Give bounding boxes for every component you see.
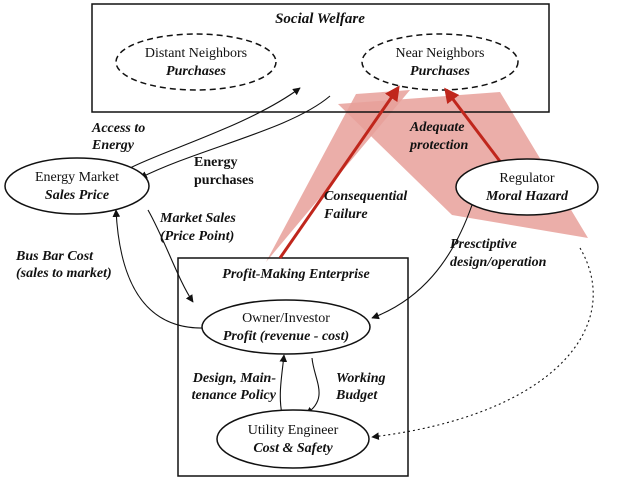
near-neighbors-label: Near Neighbors — [395, 46, 484, 61]
near-neighbors-node[interactable] — [361, 33, 519, 91]
social-welfare-title: Social Welfare — [275, 11, 365, 27]
owner-investor-node[interactable] — [201, 299, 371, 355]
working-budget-label-1: Working — [336, 371, 386, 386]
working-budget-label-2: Budget — [335, 388, 378, 403]
market-sales-arrow — [147, 209, 194, 303]
prescriptive-label-2: design/operation — [450, 255, 547, 270]
consequential-failure-arrow — [278, 85, 400, 259]
utility-engineer-label: Utility Engineer — [248, 423, 339, 438]
energy-purchases-arrow — [139, 95, 331, 179]
design-policy-label-2: tenance Policy — [192, 388, 277, 403]
utility-engineer-sublabel: Cost & Safety — [253, 441, 333, 456]
bus-bar-arrow — [112, 209, 207, 329]
energy-market-sublabel: Sales Price — [45, 188, 109, 203]
owner-investor-sublabel: Profit (revenue - cost) — [223, 329, 349, 344]
energy-purchases-label-2: purchases — [194, 173, 254, 188]
consequential-failure-label-1: Consequential — [324, 189, 407, 204]
regulator-label: Regulator — [499, 171, 555, 186]
market-sales-label-1: Market Sales — [159, 211, 236, 226]
bus-bar-label-2: (sales to market) — [16, 266, 112, 281]
consequential-failure-label-2: Failure — [323, 207, 368, 222]
near-neighbors-sublabel: Purchases — [410, 64, 470, 79]
adequate-protection-arrow — [444, 87, 504, 165]
distant-neighbors-node[interactable] — [115, 33, 277, 91]
access-label-2: Energy — [91, 138, 135, 153]
prescriptive-label-1: Presctiptive — [450, 237, 517, 252]
distant-neighbors-sublabel: Purchases — [166, 64, 226, 79]
regulator-engineer-dotted-arrow — [371, 247, 594, 440]
market-sales-label-2: (Price Point) — [160, 229, 234, 244]
energy-market-node[interactable] — [4, 157, 150, 215]
adequate-protection-label-1: Adequate — [409, 120, 464, 135]
design-policy-label-1: Design, Main- — [192, 371, 277, 386]
regulator-sublabel: Moral Hazard — [485, 189, 569, 204]
prescriptive-arrow — [371, 204, 473, 320]
owner-investor-label: Owner/Investor — [242, 311, 330, 326]
enterprise-title: Profit-Making Enterprise — [222, 267, 369, 282]
bus-bar-label-1: Bus Bar Cost — [15, 249, 94, 264]
social-welfare-box — [91, 3, 550, 113]
access-label-1: Access to — [91, 121, 145, 136]
access-arrow — [129, 87, 301, 169]
enterprise-box — [177, 257, 409, 477]
regulator-node[interactable] — [455, 158, 599, 216]
adequate-protection-label-2: protection — [409, 138, 469, 153]
design-policy-arrow — [279, 354, 288, 415]
working-budget-arrow — [305, 357, 320, 415]
energy-purchases-label-1: Energy — [194, 155, 238, 170]
distant-neighbors-label: Distant Neighbors — [145, 46, 247, 61]
utility-engineer-node[interactable] — [216, 409, 370, 469]
energy-market-label: Energy Market — [35, 170, 119, 185]
